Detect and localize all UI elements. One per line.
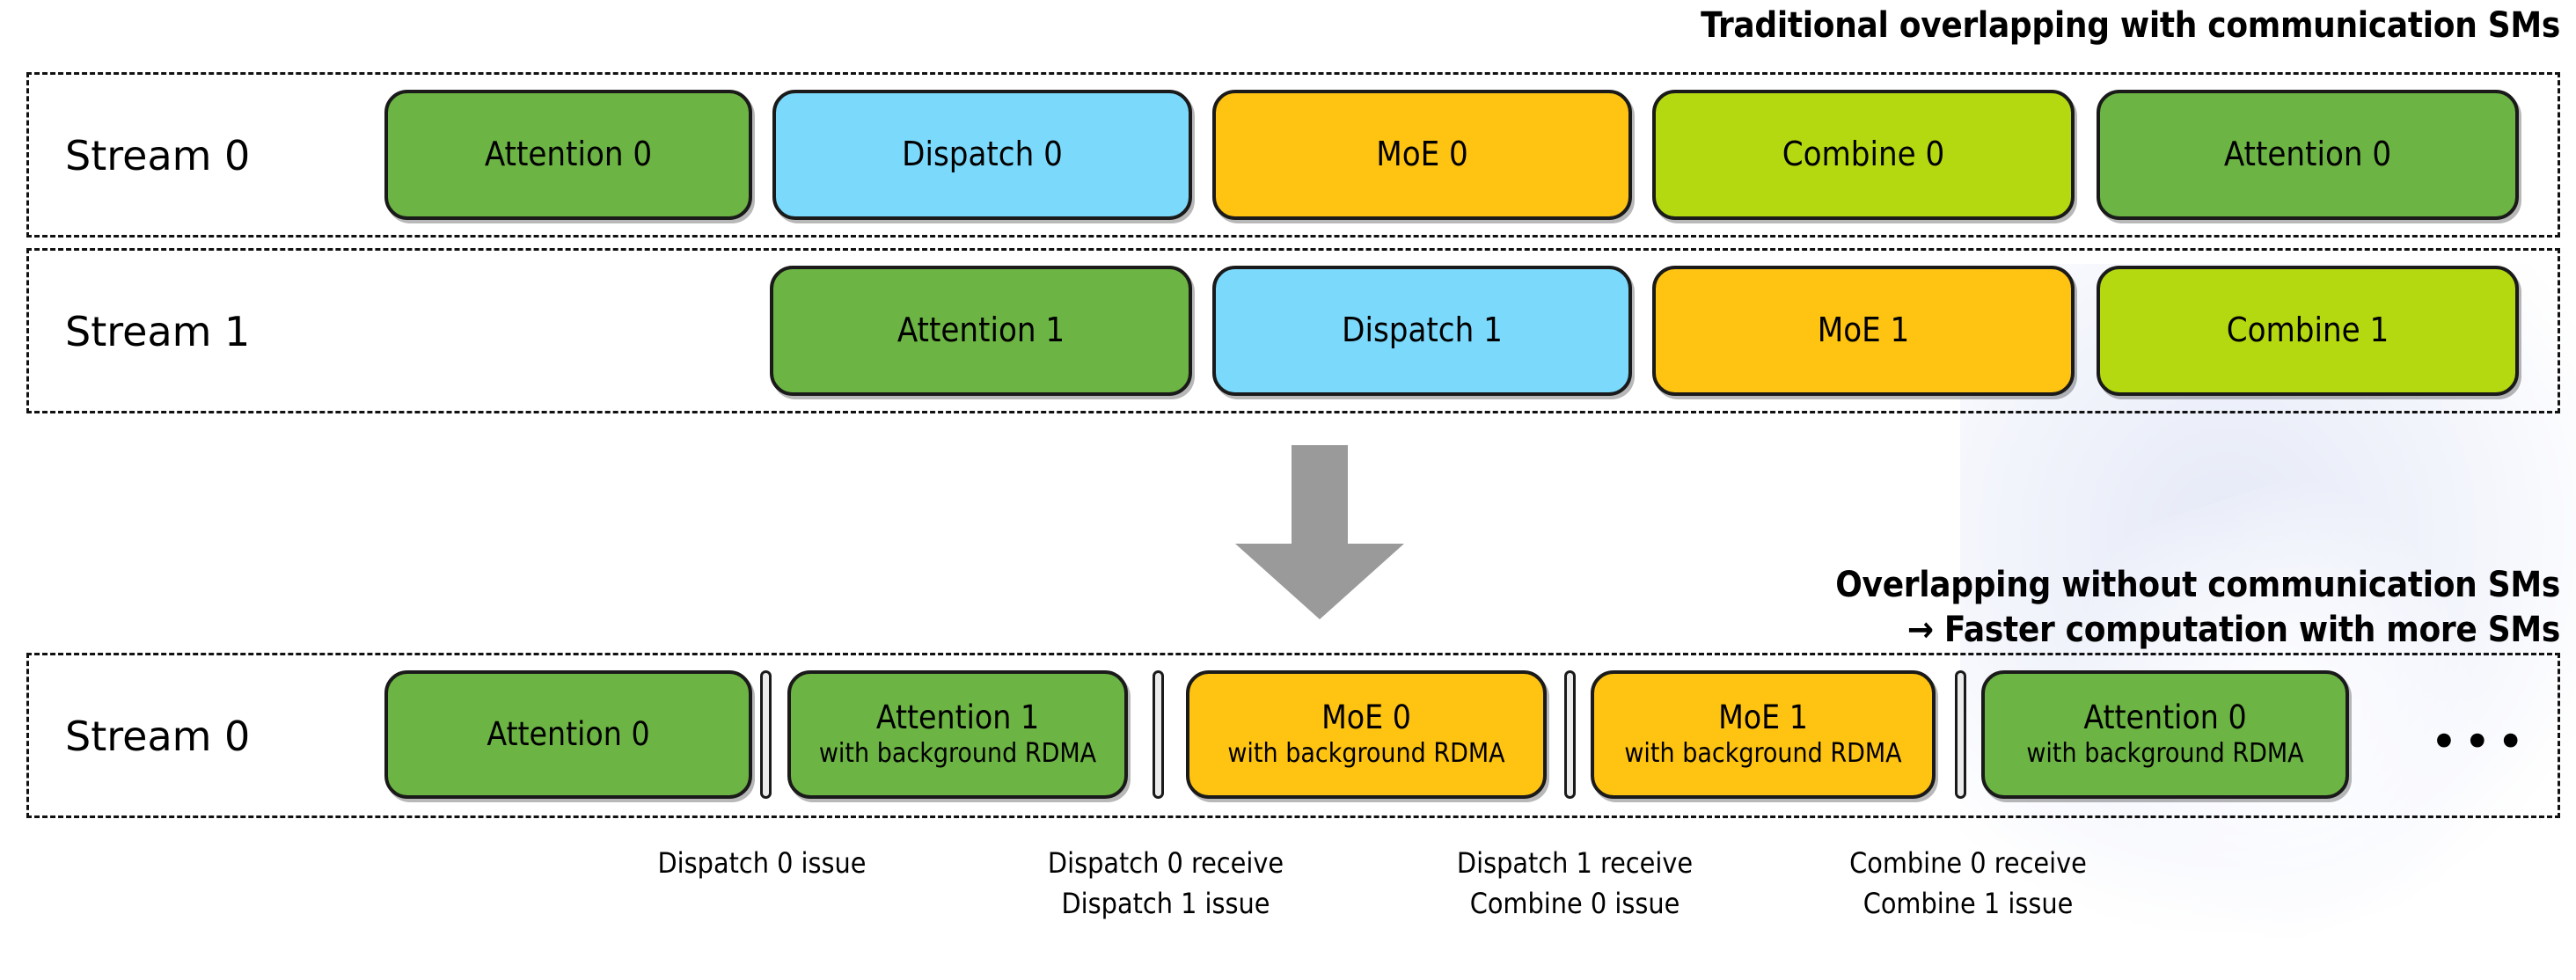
caption-line-1: Dispatch 0 receive: [1047, 846, 1284, 880]
top-section-header: Traditional overlapping with communicati…: [1701, 5, 2560, 46]
caption-line-2: Combine 0 issue: [1469, 887, 1680, 921]
caption-line-2: Combine 1 issue: [1862, 887, 2074, 921]
block-title: MoE 0: [1321, 698, 1411, 737]
caption-dispatch-0-receive: Dispatch 0 receive Dispatch 1 issue: [1048, 843, 1284, 925]
block-moe-1-stream1[interactable]: MoE 1: [1652, 266, 2075, 396]
caption-line-2: Dispatch 1 issue: [1061, 887, 1270, 921]
block-subtitle: with background RDMA: [1227, 738, 1505, 770]
block-combine-0-stream0[interactable]: Combine 0: [1652, 90, 2075, 220]
block-attention-0b-optimized[interactable]: Attention 0 with background RDMA: [1981, 670, 2349, 799]
separator-bar-4: [1955, 670, 1966, 799]
lane-label-stream-1-traditional: Stream 1: [65, 308, 251, 355]
block-moe-0-stream0[interactable]: MoE 0: [1212, 90, 1632, 220]
block-title: Attention 1: [875, 698, 1040, 737]
block-title: Attention 0: [484, 135, 653, 174]
down-arrow-icon: [1232, 445, 1408, 619]
bottom-header-line-1: Overlapping without communication SMs: [1835, 565, 2560, 605]
lane-label-stream-0-traditional: Stream 0: [65, 132, 251, 179]
block-title: Attention 0: [2083, 698, 2247, 737]
separator-bar-1: [760, 670, 772, 799]
block-attention-1-stream1[interactable]: Attention 1: [770, 266, 1192, 396]
block-title: Combine 0: [1782, 135, 1945, 174]
lane-stream-0-optimized: [26, 653, 2560, 818]
block-dispatch-1-stream1[interactable]: Dispatch 1: [1212, 266, 1632, 396]
block-subtitle: with background RDMA: [1624, 738, 1902, 770]
block-attention-0-optimized[interactable]: Attention 0: [384, 670, 752, 799]
lane-stream-1-traditional: [26, 248, 2560, 413]
block-title: MoE 1: [1718, 698, 1808, 737]
block-title: Attention 1: [896, 311, 1065, 350]
separator-bar-2: [1153, 670, 1164, 799]
block-title: Dispatch 1: [1342, 311, 1503, 350]
caption-line-1: Combine 0 receive: [1849, 846, 2087, 880]
ellipsis-indicator: •••: [2430, 714, 2530, 770]
block-moe-0-optimized[interactable]: MoE 0 with background RDMA: [1186, 670, 1547, 799]
block-moe-1-optimized[interactable]: MoE 1 with background RDMA: [1591, 670, 1936, 799]
separator-bar-3: [1564, 670, 1576, 799]
block-subtitle: with background RDMA: [818, 738, 1097, 770]
block-attention-1-optimized[interactable]: Attention 1 with background RDMA: [787, 670, 1128, 799]
bottom-header-line-2: → Faster computation with more SMs: [1906, 610, 2560, 651]
block-subtitle: with background RDMA: [2026, 738, 2304, 770]
block-title: Attention 0: [2223, 135, 2392, 174]
block-combine-1-stream1[interactable]: Combine 1: [2097, 266, 2519, 396]
caption-line-1: Dispatch 0 issue: [657, 846, 867, 880]
caption-dispatch-0-issue: Dispatch 0 issue: [657, 843, 866, 883]
block-dispatch-0-stream0[interactable]: Dispatch 0: [772, 90, 1192, 220]
block-title: Dispatch 0: [902, 135, 1063, 174]
lane-label-stream-0-optimized: Stream 0: [65, 713, 251, 760]
bottom-section-header: Overlapping without communication SMs → …: [1835, 563, 2560, 653]
caption-line-1: Dispatch 1 receive: [1456, 846, 1694, 880]
block-attention-0b-stream0[interactable]: Attention 0: [2097, 90, 2519, 220]
block-title: Attention 0: [487, 715, 650, 754]
caption-combine-0-receive: Combine 0 receive Combine 1 issue: [1849, 843, 2087, 925]
block-attention-0-stream0[interactable]: Attention 0: [384, 90, 752, 220]
block-title: Combine 1: [2226, 311, 2389, 350]
block-title: MoE 0: [1376, 135, 1468, 174]
block-title: MoE 1: [1817, 311, 1910, 350]
lane-stream-0-traditional: [26, 72, 2560, 238]
caption-dispatch-1-receive: Dispatch 1 receive Combine 0 issue: [1457, 843, 1693, 925]
